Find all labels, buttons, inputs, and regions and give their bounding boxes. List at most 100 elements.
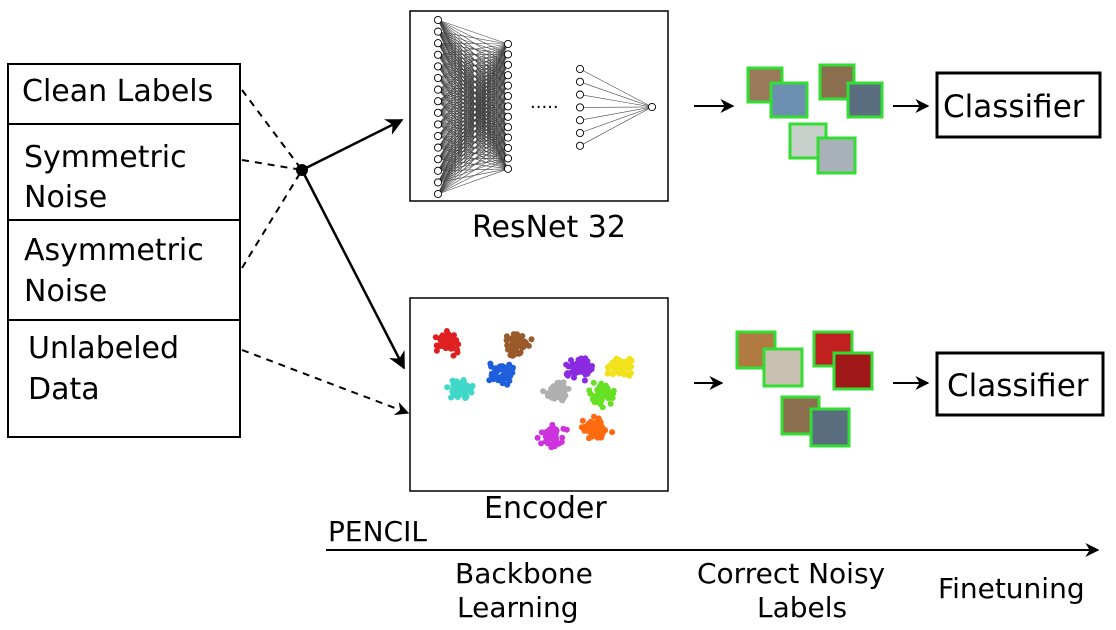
hidden-node — [575, 141, 585, 150]
cluster-point — [506, 372, 513, 378]
cluster-point — [534, 434, 541, 441]
stage-correct-line1: Correct Noisy — [697, 557, 885, 590]
cluster-point — [433, 342, 440, 349]
input-node — [433, 85, 443, 94]
cluster-point — [451, 384, 458, 391]
thumb-cat — [762, 347, 804, 388]
cluster-point — [433, 347, 440, 354]
cluster-point — [598, 432, 605, 439]
network-nodes — [433, 15, 657, 199]
hidden-node — [575, 64, 585, 74]
cluster-point — [628, 363, 635, 370]
junction-to-encoder-arrow — [300, 169, 406, 370]
cluster-point — [577, 366, 584, 373]
cluster-point — [579, 417, 586, 424]
cluster-point — [432, 334, 439, 341]
input-node — [433, 143, 443, 152]
input-data-panel: Clean Labels Symmetric Noise Asymmetric … — [7, 63, 241, 438]
thumb-airplane — [816, 136, 857, 175]
hidden-node — [503, 154, 513, 163]
thumb-ship-3 — [809, 407, 851, 448]
thumb-ship-2 — [846, 81, 884, 119]
thumb-car-2 — [832, 351, 874, 391]
cluster-point — [544, 440, 551, 447]
encoder-box — [409, 297, 669, 492]
cluster-point — [602, 389, 609, 396]
cluster-point — [593, 399, 600, 405]
hidden-node — [503, 143, 513, 153]
cluster-point — [560, 392, 567, 399]
cluster-point — [625, 371, 632, 378]
cluster-point — [510, 352, 517, 359]
unlabeled-data-line2: Data — [28, 372, 100, 407]
cluster-point — [610, 387, 617, 394]
cluster-point — [609, 429, 616, 436]
hidden-node — [503, 91, 513, 101]
hidden-node — [575, 128, 585, 138]
resnet-caption: ResNet 32 — [472, 210, 626, 245]
cluster-point — [607, 400, 614, 407]
input-node — [433, 50, 443, 59]
cluster-point — [514, 331, 520, 338]
asymmetric-noise-line2: Noise — [24, 274, 107, 309]
junction-to-resnet-arrow — [301, 118, 404, 172]
stage-correct-line2: Labels — [757, 591, 847, 624]
thumbnails-top — [746, 63, 884, 175]
input-node — [433, 120, 443, 129]
cluster-point — [499, 380, 506, 387]
cluster-point — [568, 357, 574, 364]
cluster-point — [599, 404, 606, 411]
resnet-box: ..... — [409, 10, 669, 202]
stage-finetuning: Finetuning — [938, 572, 1085, 605]
cluster-point — [528, 336, 535, 343]
cluster-point — [612, 357, 619, 364]
cluster-point — [454, 346, 461, 353]
hidden-node — [575, 116, 585, 125]
unlabeled-data-line1: Unlabeled — [28, 331, 179, 366]
input-node — [433, 39, 443, 48]
cluster-point — [553, 435, 560, 442]
cluster-point — [519, 333, 526, 339]
cluster-point — [550, 383, 557, 390]
cluster-point — [585, 362, 592, 369]
hidden-node — [503, 164, 513, 173]
cluster-point — [550, 392, 557, 399]
cluster-point — [554, 385, 561, 392]
cluster-point — [453, 378, 460, 385]
cluster-point — [590, 379, 597, 386]
cluster-point — [559, 434, 566, 441]
cluster-point — [608, 393, 615, 400]
dashed-connectors — [241, 89, 303, 269]
cluster-point — [439, 332, 446, 339]
input-node — [433, 166, 443, 175]
cluster-point — [591, 393, 598, 400]
classifier-top-label: Classifier — [943, 89, 1085, 125]
cluster-point — [493, 368, 500, 374]
hidden-node — [503, 39, 513, 49]
cluster-point — [605, 369, 612, 376]
cluster-point — [445, 331, 452, 338]
input-node — [433, 131, 443, 141]
symmetric-noise-line1: Symmetric — [24, 140, 187, 175]
cluster-point — [582, 355, 589, 362]
cluster-point — [565, 385, 572, 392]
cluster-point — [555, 380, 561, 387]
cluster-point — [586, 435, 592, 442]
cluster-point — [545, 435, 551, 442]
cluster-point — [549, 421, 556, 428]
cluster-point — [487, 360, 494, 367]
cluster-point — [563, 371, 570, 378]
cluster-point — [596, 417, 603, 424]
cluster-point — [506, 361, 513, 368]
input-node — [433, 62, 443, 71]
cluster-point — [560, 379, 567, 386]
hidden-node — [503, 102, 513, 111]
input-node — [433, 97, 443, 106]
classifier-bottom-label: Classifier — [947, 368, 1089, 404]
cluster-point — [444, 384, 451, 391]
cluster-point — [545, 393, 551, 399]
cluster-point — [455, 387, 462, 394]
cluster-point — [488, 372, 495, 379]
pencil-label: PENCIL — [328, 515, 427, 548]
cluster-point — [610, 366, 617, 373]
